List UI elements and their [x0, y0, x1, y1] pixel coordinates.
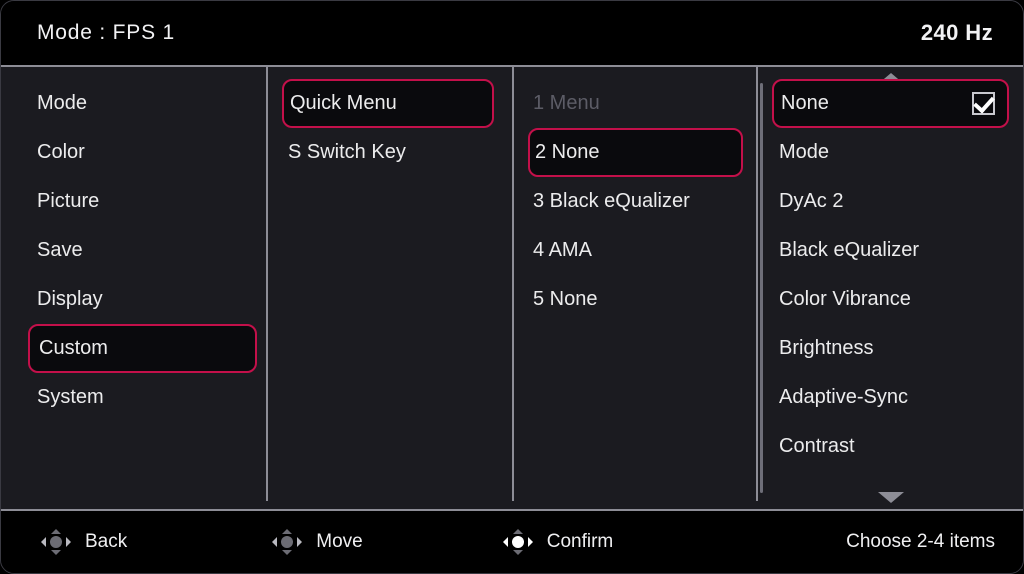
hint-label: Confirm — [546, 531, 614, 552]
sidebar-item-label: Display — [37, 288, 103, 310]
slot-item-1: 1 Menu — [514, 79, 756, 128]
sidebar-item-label: Mode — [37, 92, 88, 114]
hint-label: Move — [316, 531, 363, 552]
submenu-item-label: S Switch Key — [288, 141, 406, 163]
option-item-label: None — [781, 92, 829, 114]
slot-item-label: 3 Black eQualizer — [533, 190, 690, 212]
option-item-label: Color Vibrance — [779, 288, 911, 310]
sidebar-item-label: Save — [37, 239, 83, 261]
submenu-item-s-switch-key[interactable]: S Switch Key — [268, 128, 512, 177]
sidebar-item-label: Color — [37, 141, 85, 163]
submenu-column: Quick Menu S Switch Key — [266, 67, 512, 509]
sidebar-item-color[interactable]: Color — [1, 128, 266, 177]
slot-item-label: 2 None — [535, 141, 600, 163]
option-item-label: Adaptive-Sync — [779, 386, 908, 408]
hint-back[interactable]: Back — [41, 529, 127, 555]
sidebar-item-display[interactable]: Display — [1, 275, 266, 324]
slot-item-label: 4 AMA — [533, 239, 592, 261]
slot-item-4[interactable]: 4 AMA — [514, 226, 756, 275]
options-list: None Mode DyAc 2 Black eQualizer Color V… — [758, 67, 1023, 471]
scroll-down-icon[interactable] — [877, 492, 904, 503]
refresh-rate-label: 240 Hz — [920, 20, 993, 45]
slot-item-label: 1 Menu — [533, 92, 600, 114]
option-item-label: Black eQualizer — [779, 239, 920, 261]
check-icon — [972, 92, 995, 115]
dpad-icon — [272, 529, 303, 555]
sidebar-item-save[interactable]: Save — [1, 226, 266, 275]
submenu-item-label: Quick Menu — [290, 92, 397, 114]
quick-menu-slots-column: 1 Menu 2 None 3 Black eQualizer 4 AMA 5 … — [512, 67, 756, 509]
slot-item-label: 5 None — [533, 288, 598, 310]
hint-move[interactable]: Move — [272, 529, 363, 555]
scroll-up-icon[interactable] — [877, 73, 904, 84]
option-item-label: DyAc 2 — [779, 190, 844, 212]
sidebar-item-system[interactable]: System — [1, 373, 266, 422]
option-item-brightness[interactable]: Brightness — [758, 324, 1023, 373]
option-item-mode[interactable]: Mode — [758, 128, 1023, 177]
submenu-item-quick-menu[interactable]: Quick Menu — [282, 79, 494, 128]
slot-item-5[interactable]: 5 None — [514, 275, 756, 324]
option-item-color-vibrance[interactable]: Color Vibrance — [758, 275, 1023, 324]
option-item-black-equalizer[interactable]: Black eQualizer — [758, 226, 1023, 275]
osd-footer: Back Move Confirm Choose 2-4 items — [1, 509, 1023, 573]
sidebar-item-label: System — [37, 386, 104, 408]
hint-label: Back — [85, 531, 128, 552]
options-column: None Mode DyAc 2 Black eQualizer Color V… — [756, 67, 1023, 509]
osd-header: Mode : FPS 1 240 Hz — [1, 1, 1023, 67]
hint-confirm[interactable]: Confirm — [502, 529, 614, 555]
slot-item-3[interactable]: 3 Black eQualizer — [514, 177, 756, 226]
dpad-icon — [41, 529, 71, 555]
sidebar-item-label: Picture — [37, 190, 100, 212]
sidebar-item-picture[interactable]: Picture — [1, 177, 266, 226]
dpad-center-icon — [502, 529, 533, 555]
osd-body: Mode Color Picture Save Display Custom S… — [1, 67, 1023, 509]
sidebar-item-mode[interactable]: Mode — [1, 79, 266, 128]
option-item-label: Mode — [779, 141, 830, 163]
slot-item-2[interactable]: 2 None — [528, 128, 743, 177]
current-mode-label: Mode : FPS 1 — [37, 21, 175, 44]
option-item-label: Brightness — [779, 337, 874, 359]
sidebar-item-custom[interactable]: Custom — [28, 324, 257, 373]
footer-note: Choose 2-4 items — [846, 531, 995, 552]
option-item-dyac-2[interactable]: DyAc 2 — [758, 177, 1023, 226]
option-item-none[interactable]: None — [772, 79, 1009, 128]
options-scrollbar[interactable] — [760, 83, 763, 493]
option-item-adaptive-sync[interactable]: Adaptive-Sync — [758, 373, 1023, 422]
option-item-label: Contrast — [779, 435, 855, 457]
main-menu-column: Mode Color Picture Save Display Custom S… — [1, 67, 266, 509]
option-item-contrast[interactable]: Contrast — [758, 422, 1023, 471]
sidebar-item-label: Custom — [39, 337, 108, 359]
